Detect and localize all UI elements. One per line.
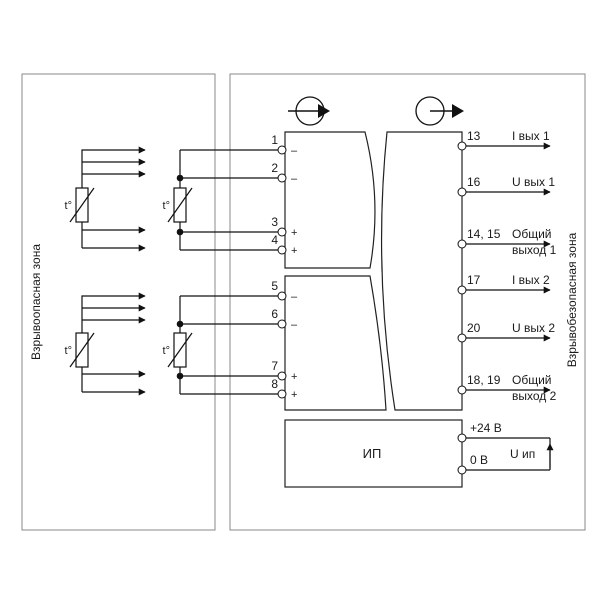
hazardous-zone-label: Взрывоопасная зона [29, 244, 43, 360]
hazardous-zone [21, 73, 216, 531]
output-label: U вых 1 [512, 175, 555, 189]
output-terminal-number: 17 [467, 273, 481, 287]
terminal-polarity: – [291, 173, 298, 185]
rtd-slash [167, 187, 193, 223]
sensor-symbol: t° [65, 345, 72, 357]
junction-dot [176, 320, 184, 328]
terminal-polarity: + [291, 371, 297, 383]
output-label: Общий [512, 373, 552, 387]
sensor-wiring: t° t° t° t° [65, 146, 280, 396]
terminal-1 [277, 145, 287, 155]
terminal-polarity: + [291, 227, 297, 239]
output-terminal [457, 187, 467, 197]
terminal-number: 5 [271, 279, 278, 293]
output-terminal-number: 13 [467, 129, 481, 143]
junction-dot [176, 228, 184, 236]
output-label-line2: выход 1 [512, 243, 557, 257]
output-module [380, 131, 463, 411]
supply-voltage-label: U ип [510, 447, 535, 461]
terminal-number: 1 [271, 133, 278, 147]
output-terminal [457, 333, 467, 343]
terminal-number: 3 [271, 215, 278, 229]
power-zero-label: 0 В [470, 453, 488, 467]
terminal-polarity: + [291, 389, 297, 401]
output-6: 18, 19 Общий выход 2 [457, 373, 557, 403]
output-terminal-number: 14, 15 [467, 227, 501, 241]
power-supply-label: ИП [363, 446, 382, 461]
output-terminal-number: 18, 19 [467, 373, 501, 387]
output-terminal-number: 20 [467, 321, 481, 335]
output-terminals: 13 I вых 1 16 U вых 1 14, 15 Общий выход 1 17 I … [457, 129, 557, 403]
power-plus-label: +24 В [470, 421, 502, 435]
rtd-slash [69, 332, 95, 368]
input-direction-arrow-icon [288, 96, 330, 126]
terminal-number: 2 [271, 161, 278, 175]
output-2: 16 U вых 1 [457, 175, 555, 197]
input-channel-1: t° t° [65, 146, 280, 252]
output-terminal [457, 141, 467, 151]
output-direction-arrow-icon [415, 96, 464, 126]
rtd-slash [167, 332, 193, 368]
output-4: 17 I вых 2 [457, 273, 551, 295]
terminal-number: 8 [271, 377, 278, 391]
power-supply-block [284, 419, 463, 488]
output-5: 20 U вых 2 [457, 321, 555, 343]
output-3: 14, 15 Общий выход 1 [457, 227, 557, 257]
sensor-symbol: t° [65, 200, 72, 212]
input-channel-2: t° t° [65, 292, 280, 396]
terminal-polarity: + [291, 245, 297, 257]
power-zero-terminal [457, 465, 467, 475]
terminal-polarity: – [291, 319, 298, 331]
safe-zone [229, 73, 586, 531]
junction-dot [176, 372, 184, 380]
output-label: Общий [512, 227, 552, 241]
safe-zone-label: Взрывобезопасная зона [565, 232, 579, 367]
signal-arrow [81, 146, 146, 174]
output-label: I вых 1 [512, 129, 550, 143]
power-plus-terminal [457, 433, 467, 443]
terminal-2 [277, 173, 287, 183]
input-module-2 [284, 275, 387, 411]
hazardous-sensor-2: t° [65, 292, 146, 396]
terminal-7 [277, 371, 287, 381]
terminal-polarity: – [291, 145, 298, 157]
output-terminal [457, 239, 467, 249]
sensor-symbol: t° [163, 345, 170, 357]
terminal-3 [277, 227, 287, 237]
terminal-number: 7 [271, 359, 278, 373]
junction-dot [176, 174, 184, 182]
terminal-5 [277, 291, 287, 301]
power-terminals: +24 В 0 В U ип [457, 421, 554, 475]
terminal-blocks: 1 – 2 – 3 +4 +5 – 6 – 7 +8 + [271, 133, 298, 401]
output-label: I вых 2 [512, 273, 550, 287]
input-module-1 [284, 131, 376, 269]
terminal-polarity: – [291, 291, 298, 303]
terminal-number: 6 [271, 307, 278, 321]
output-label-line2: выход 2 [512, 389, 557, 403]
output-label: U вых 2 [512, 321, 555, 335]
output-terminal [457, 285, 467, 295]
sensor-symbol: t° [163, 200, 170, 212]
terminal-8 [277, 389, 287, 399]
terminal-number: 4 [271, 233, 278, 247]
output-terminal [457, 385, 467, 395]
terminal-4 [277, 245, 287, 255]
signal-arrow [81, 292, 146, 320]
output-terminal-number: 16 [467, 175, 481, 189]
output-1: 13 I вых 1 [457, 129, 551, 151]
rtd-slash [69, 187, 95, 223]
hazardous-sensor-1: t° [65, 146, 146, 252]
terminal-6 [277, 319, 287, 329]
